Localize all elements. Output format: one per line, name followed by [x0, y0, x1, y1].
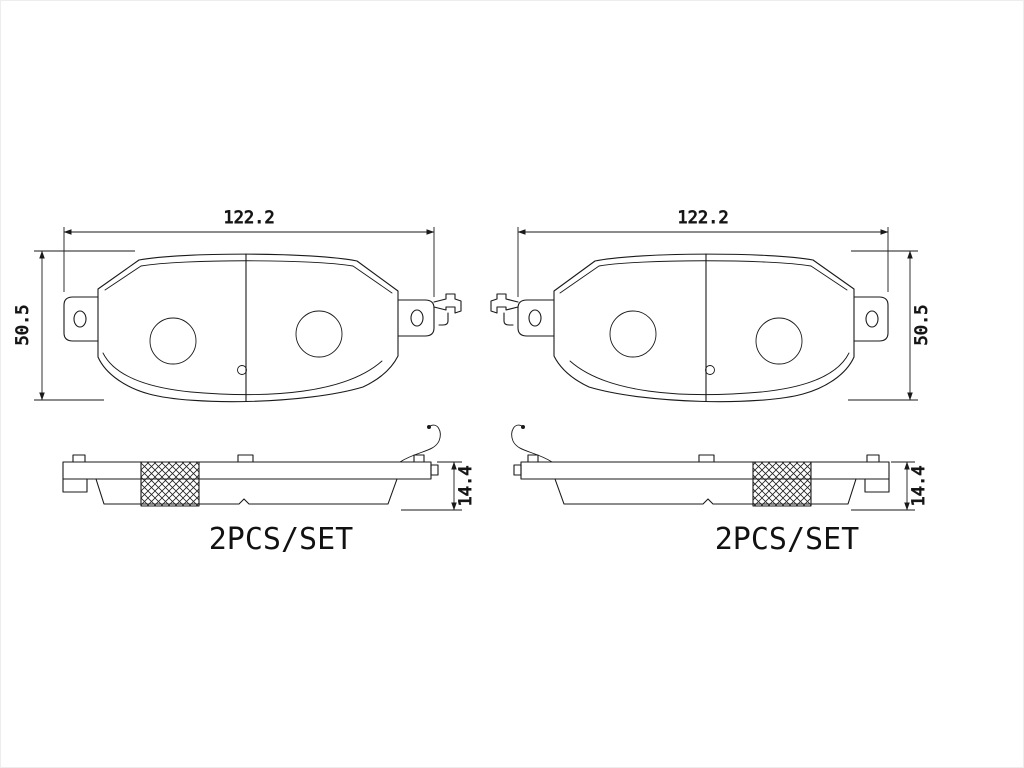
- dimension-width-right: 122.2: [517, 208, 889, 297]
- side-view-right: [511, 424, 890, 507]
- width-label-left: 122.2: [223, 208, 274, 228]
- thickness-label-left: 14.4: [456, 466, 476, 507]
- dimension-height-left: 50.5: [13, 250, 135, 401]
- set-label-right: 2PCS/SET: [715, 522, 860, 557]
- figure-left: 122.2 50.5 14.4 2PCS/SET: [13, 208, 477, 557]
- figure-right: 122.2 50.5 14.4 2PCS/SET: [490, 208, 932, 557]
- height-label-left: 50.5: [13, 305, 33, 346]
- front-view-left: [63, 253, 462, 403]
- width-label-right: 122.2: [677, 208, 728, 228]
- front-view-right: [490, 253, 889, 403]
- dimension-width-left: 122.2: [63, 208, 435, 297]
- thickness-label-right: 14.4: [909, 466, 929, 507]
- height-label-right: 50.5: [912, 305, 932, 346]
- dimension-thickness-right: 14.4: [851, 461, 929, 511]
- side-view-left: [62, 424, 441, 507]
- set-label-left: 2PCS/SET: [209, 522, 354, 557]
- dimension-thickness-left: 14.4: [401, 461, 476, 511]
- dimension-height-right: 50.5: [848, 250, 932, 401]
